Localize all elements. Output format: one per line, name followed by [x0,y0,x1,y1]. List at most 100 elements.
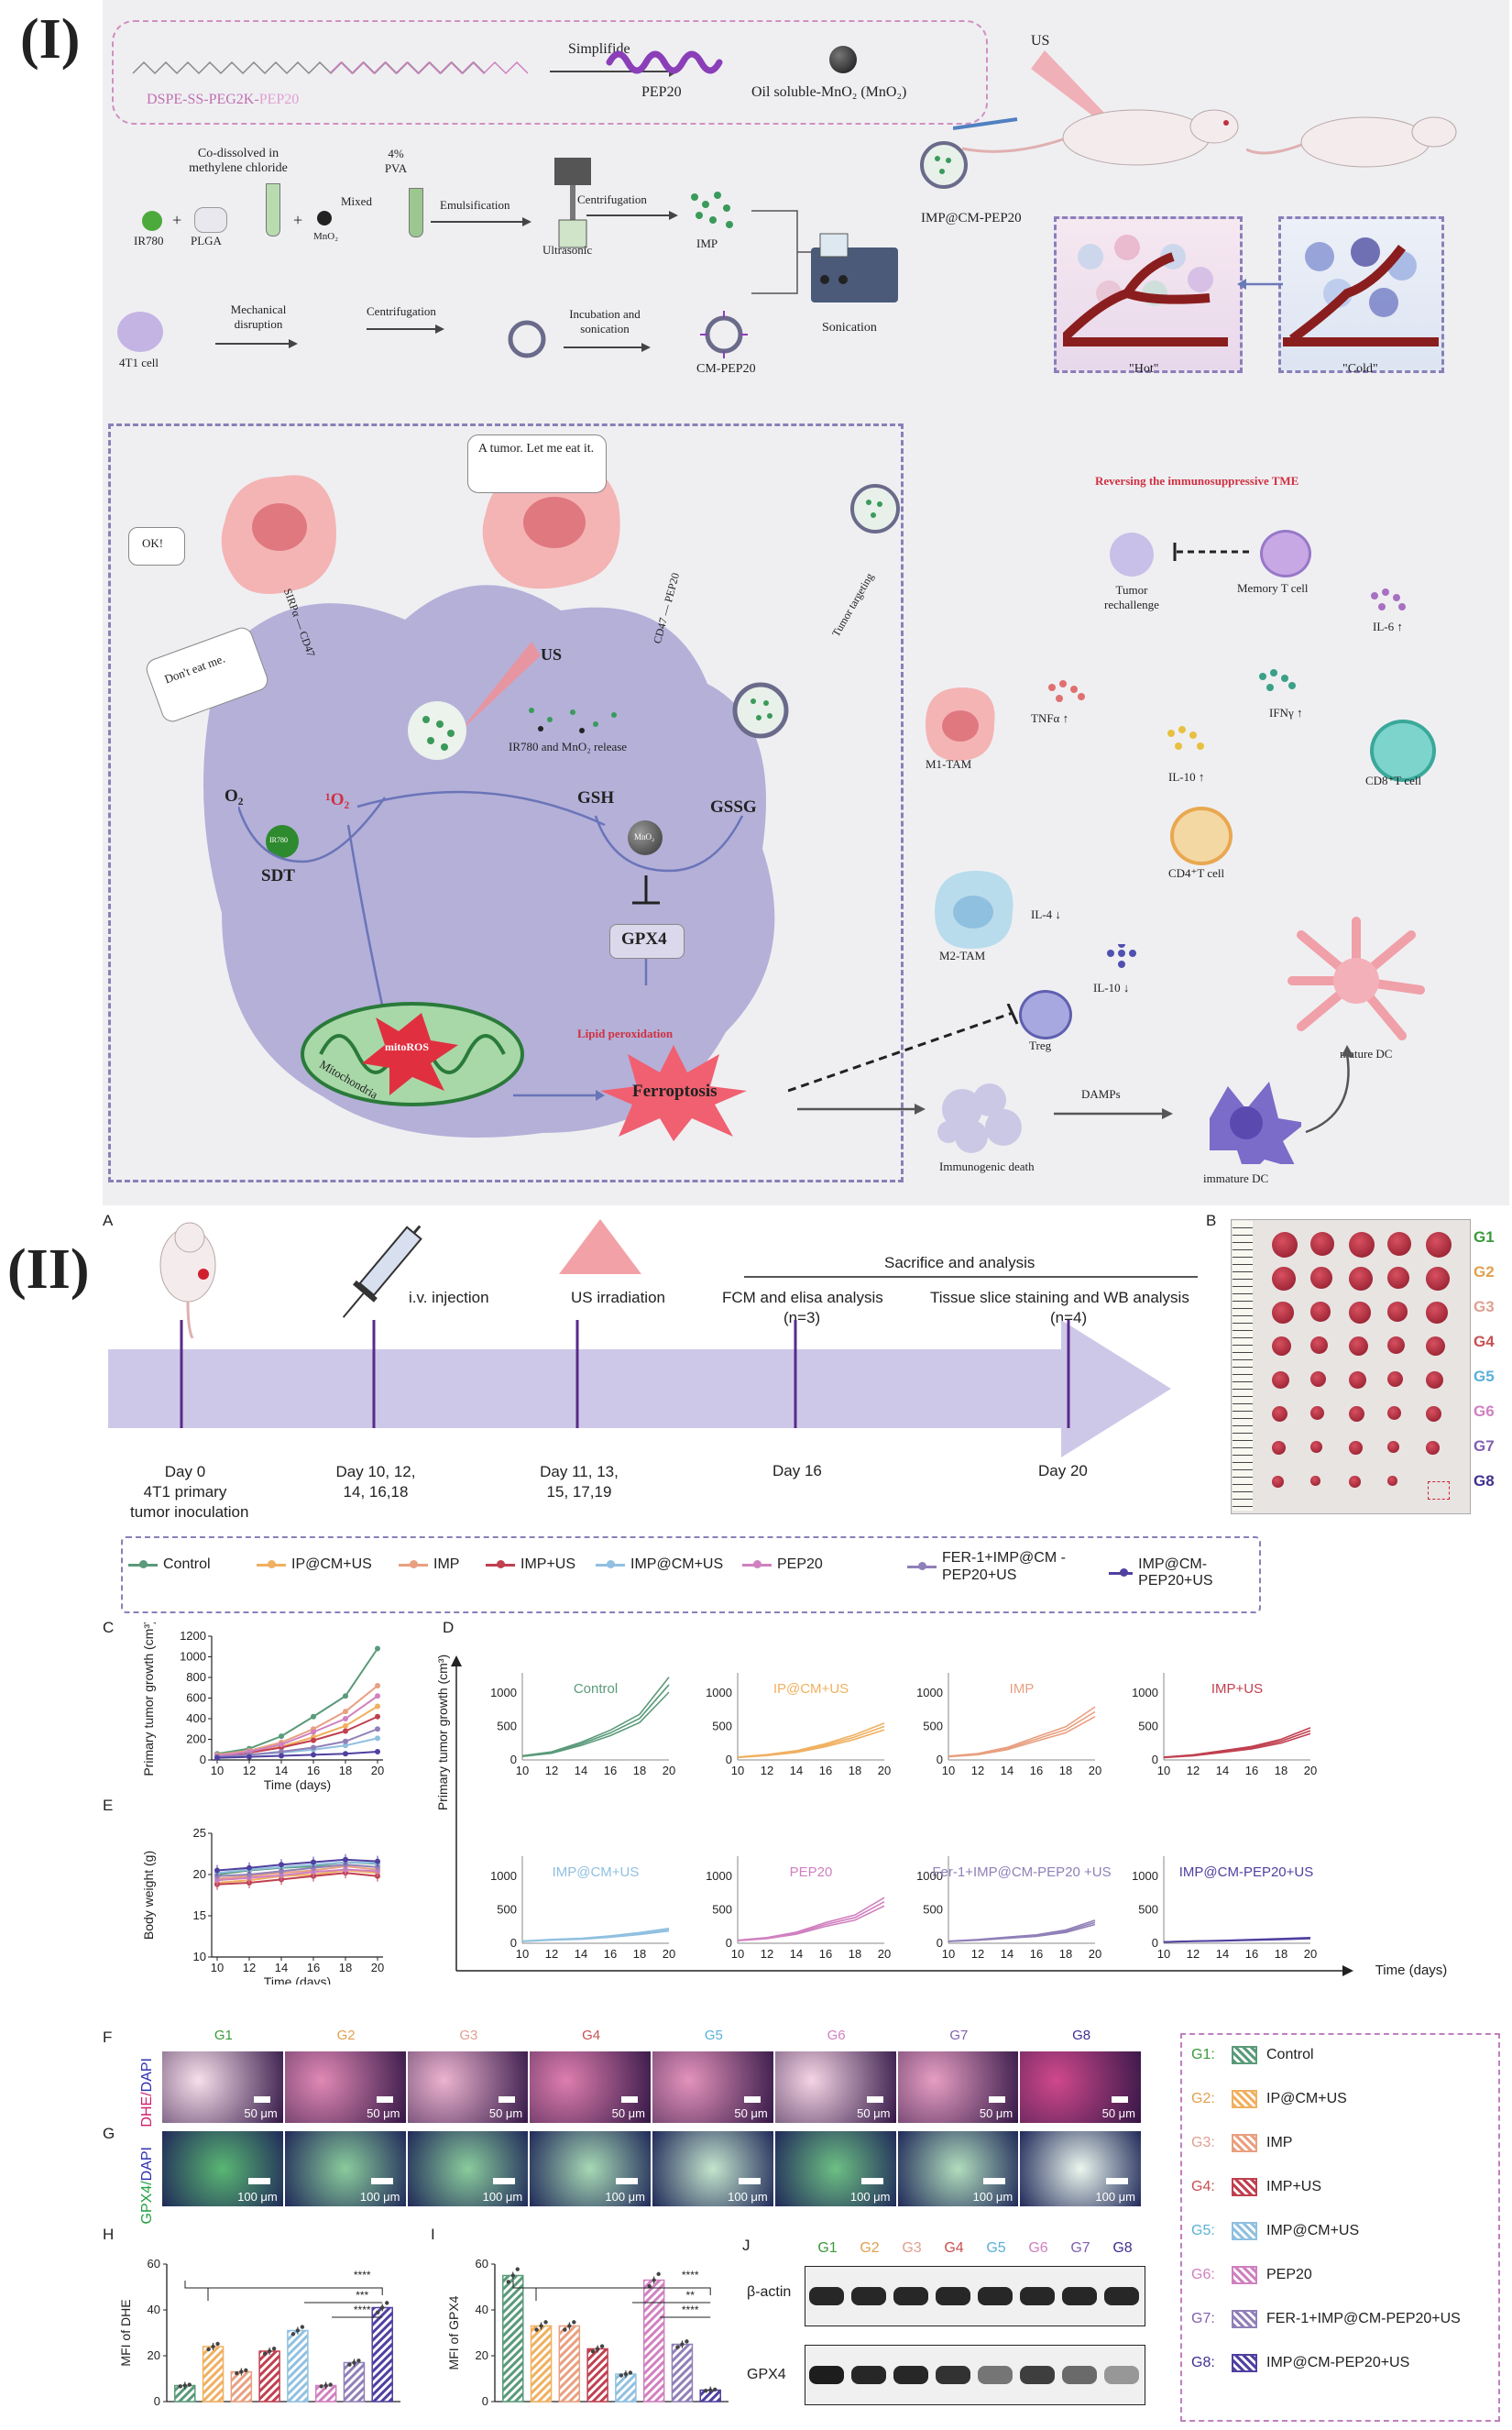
d-x-tick-label: 18 [849,1764,861,1777]
tumor-grid [1265,1226,1457,1506]
bar [287,2329,309,2403]
group-legend-id: G5: [1191,2223,1215,2238]
scale-bar [499,2096,516,2103]
mno2-particle-icon [829,46,857,73]
dhe-micrograph: 50 μm [774,2051,898,2123]
scale-bar-label: 50 μm [1101,2106,1135,2120]
arrow-emulsification [431,217,531,226]
arrow-cold-to-hot [1237,279,1283,290]
y-tick-label: 60 [476,2257,488,2271]
y-tick-label: 0 [200,1753,206,1766]
gssg-label: GSSG [710,797,757,817]
replicate-dot [235,2370,239,2376]
d-panel-title: IP@CM+US [773,1681,849,1697]
immunogenic-death-icon [937,1083,1022,1153]
legend-item: IMP@CM-PEP20+US [1109,1556,1255,1589]
panel-J-letter: J [742,2237,751,2254]
replicate-line [737,1900,885,1941]
gpx4-band [978,2366,1013,2384]
group-legend-item: G2:IP@CM+US [1191,2090,1347,2108]
tumor-rechallenge-label: Tumor rechallenge [1104,583,1159,611]
group-swatch-icon [1232,2090,1257,2108]
plga-icon [194,207,227,233]
group-legend-box [1180,2033,1500,2422]
actin-blot [805,2266,1145,2326]
scale-bar [866,2096,883,2103]
d-x-tick-label: 16 [1030,1947,1043,1961]
m1-tam-label: M1-TAM [926,757,972,771]
d-x-tick-label: 18 [1059,1947,1072,1961]
series-line [216,1868,378,1882]
data-point [375,1735,380,1742]
replicate-dot [534,2327,539,2332]
micro-group-header: G3 [459,2028,478,2043]
y-tick-label: 20 [193,1867,206,1881]
gpx4-band [936,2366,970,2384]
group-legend-item: G3:IMP [1191,2134,1292,2152]
ultrasonic-label: Ultrasonic [542,243,593,257]
actin-band [893,2287,928,2305]
d-x-tick-label: 20 [1304,1764,1317,1777]
tumor-sample [1387,1267,1409,1289]
d-y-tick-label: 0 [726,1936,732,1950]
d-y-tick-label: 1000 [490,1686,517,1699]
particle-release-icon [408,701,466,760]
legend-marker-icon [907,1561,937,1570]
sig-label: *** [356,2289,368,2302]
d-y-tick-label: 0 [1152,1753,1158,1766]
imp-cm-pep20-particle-icon [920,141,968,189]
mno2-gsh-icon [628,820,663,855]
membrane-vesicle-icon [508,320,546,358]
d-y-tick-label: 1000 [706,1869,732,1883]
ok-speech-bubble [128,527,185,566]
gpx4-band [809,2366,844,2384]
tumor-sample [1387,1476,1397,1486]
group-legend-name: PEP20 [1266,2267,1312,2282]
data-point [311,1744,316,1751]
tumor-speech-text: A tumor. Let me eat it. [477,442,595,456]
tumor-sample [1387,1302,1408,1322]
d-x-tick-label: 12 [971,1764,984,1777]
tumor-sample [1310,1336,1329,1355]
gsh-label: GSH [577,788,615,808]
y-tick-label: 400 [186,1711,206,1725]
codissolved-label: Co-dissolved in methylene chloride [189,147,288,175]
scale-bar-label: 50 μm [488,2106,523,2120]
tumor-sample [1310,1441,1322,1453]
replicate-dot [206,2347,211,2352]
replicate-dot [244,2368,248,2373]
tumor-cell-body [203,585,775,1138]
replicate-line [1163,1732,1311,1759]
y-tick-label: 20 [476,2348,488,2362]
replicate-line [521,1677,670,1757]
sig-label: **** [354,2269,371,2282]
wb-group-header: G3 [902,2240,922,2256]
singlet-oxygen-label: ¹O₂ [325,790,350,809]
cold-tumor-illustration [1283,237,1439,346]
il4-label: IL-4 ↓ [1031,907,1061,921]
ir780-label: IR780 [134,234,164,247]
group-legend-name: Control [1266,2047,1314,2062]
x-tick-label: 10 [211,1961,224,1974]
group-legend-name: IMP+US [1266,2179,1322,2194]
sacrifice-line [744,1276,1198,1278]
replicate-dot [713,2387,718,2392]
wb-group-header: G2 [860,2240,880,2256]
reversing-tme-label: Reversing the immunosuppressive TME [1095,474,1299,488]
x-tick-label: 12 [243,1764,256,1777]
scale-bar [989,2096,1006,2103]
replicate-dot [300,2325,305,2329]
dhe-micrograph: 50 μm [1020,2051,1143,2123]
scale-bar [616,2178,638,2184]
data-point [375,1713,380,1720]
x-tick-label: 20 [371,1961,384,1974]
scale-bar-label: 100 μm [237,2190,278,2204]
scale-bar [370,2178,393,2184]
panel-C-letter: C [103,1619,115,1636]
replicate-dot [708,2388,713,2392]
replicate-dot [539,2324,543,2328]
